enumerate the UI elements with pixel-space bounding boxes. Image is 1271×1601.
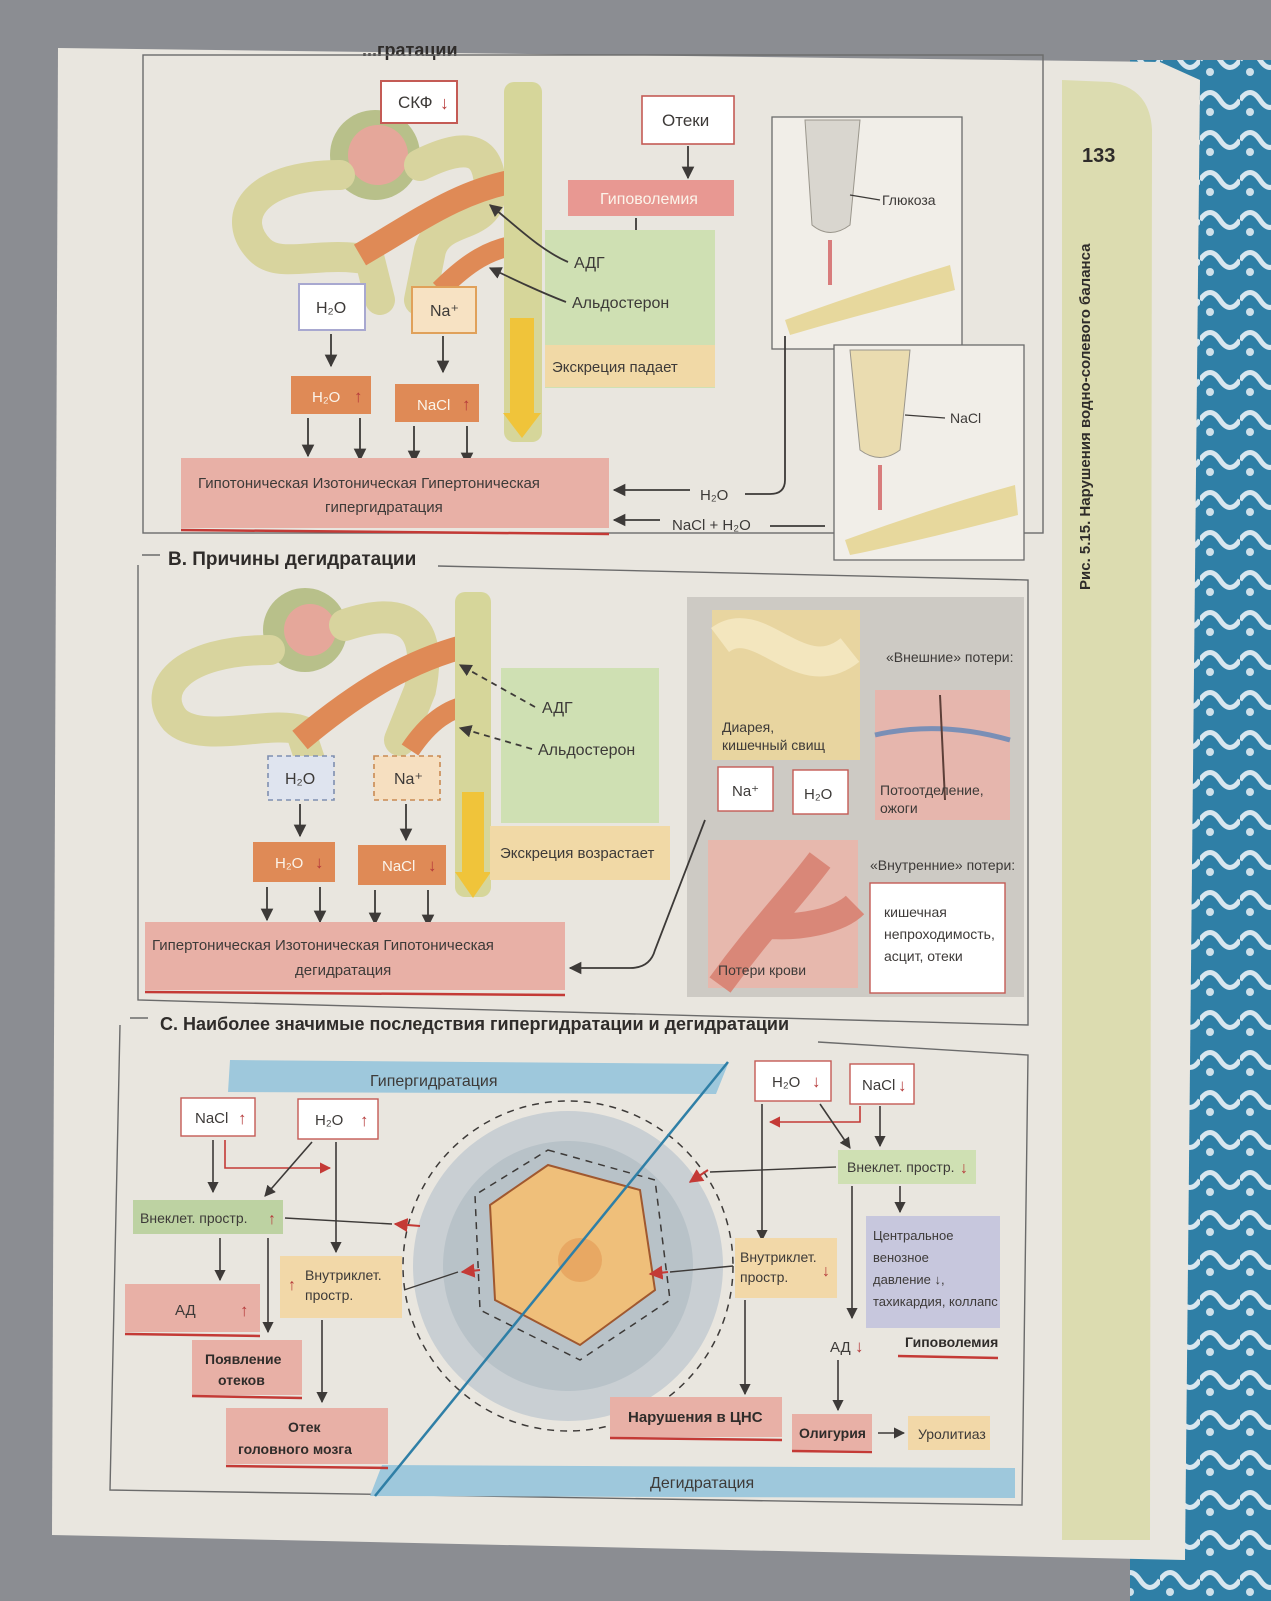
svg-text:↑: ↑: [288, 1277, 296, 1294]
na-box-a: Na⁺: [430, 303, 459, 320]
h2o-box-b: H₂O: [285, 771, 315, 788]
infusion-nacl-h2o-label: NaCl + H₂O: [672, 517, 751, 534]
h2o-down-b: H₂O: [275, 855, 303, 872]
infusion-h2o-label: H₂O: [700, 487, 728, 504]
section-c: С. Наиболее значимые последствия гиперги…: [109, 1014, 1029, 1506]
brain-line1: Отек: [288, 1419, 322, 1435]
svg-text:↑: ↑: [462, 395, 471, 414]
figure-caption: Рис. 5.15. Нарушения водно-солевого бала…: [1077, 243, 1094, 590]
kidney-nephron-icon: [151, 588, 473, 775]
svg-text:↓: ↓: [428, 856, 437, 875]
intra-up-label-1: Внутриклет.: [305, 1267, 382, 1283]
internal-item-2: непроходимость,: [884, 926, 995, 942]
page-number: 133: [1082, 145, 1115, 167]
svg-text:↑: ↑: [238, 1109, 247, 1128]
blood-loss-label: Потери крови: [718, 962, 806, 978]
cvp-line4: тахикардия, коллапс: [873, 1294, 998, 1309]
iv-bag-icon: [845, 349, 1018, 555]
adh-label-a: АДГ: [574, 255, 605, 272]
nacl-bag-label: NaCl: [950, 410, 981, 426]
aldosterone-label-a: Альдостерон: [572, 295, 669, 312]
extra-down-label: Внеклет. простр.: [847, 1159, 955, 1175]
adh-label-b: АДГ: [542, 700, 573, 717]
svg-text:↓: ↓: [440, 93, 449, 113]
nacl-up-c: NaCl: [195, 1110, 228, 1127]
section-a-title-fragment: ...гратации: [362, 40, 458, 60]
extra-up-label: Внеклет. простр.: [140, 1210, 248, 1226]
ad-up-label: АД: [175, 1302, 196, 1319]
section-a: ...гратации СКФ ↓ Отеки Гиповолемия АДГ …: [142, 40, 1044, 561]
svg-text:↓: ↓: [822, 1263, 830, 1280]
sweat-line1: Потоотделение,: [880, 782, 984, 798]
internal-losses-label: «Внутренние» потери:: [870, 857, 1015, 873]
aldosterone-label-b: Альдостерон: [538, 742, 635, 759]
svg-text:↓: ↓: [315, 853, 324, 872]
na-box-loss: Na⁺: [732, 783, 759, 800]
cvp-line1: Центральное: [873, 1228, 953, 1243]
h2o-box-loss: H₂O: [804, 786, 832, 803]
edema-line1-c: Появление: [205, 1351, 282, 1367]
oliguria-label: Олигурия: [799, 1425, 866, 1441]
hyperhydration-label: Гипергидратация: [370, 1073, 498, 1090]
urolithiasis-label: Уролитиаз: [918, 1426, 986, 1442]
h2o-up-c: H₂O: [315, 1112, 343, 1129]
intra-up-label-2: простр.: [305, 1287, 353, 1303]
internal-item-1: кишечная: [884, 904, 947, 920]
intra-down-label-1: Внутриклет.: [740, 1249, 817, 1265]
intra-down-label-2: простр.: [740, 1269, 788, 1285]
cvp-line3: давление ↓,: [873, 1272, 945, 1287]
gfr-label: СКФ: [398, 93, 433, 112]
page-tab: [1062, 80, 1152, 1540]
hypovolemia-label-a: Гиповолемия: [600, 191, 698, 208]
excretion-falls-label: Экскреция падает: [552, 359, 678, 376]
na-box-b: Na⁺: [394, 771, 423, 788]
svg-text:↑: ↑: [240, 1301, 249, 1320]
diarrhea-line1: Диарея,: [722, 719, 774, 735]
hyperhydration-band: [228, 1060, 728, 1094]
types-line1-a: Гипотоническая Изотоническая Гипертониче…: [198, 475, 540, 492]
dehydration-band: [370, 1465, 1015, 1498]
svg-text:↓: ↓: [855, 1337, 864, 1356]
svg-text:↑: ↑: [354, 387, 363, 406]
h2o-down-c: H₂O: [772, 1074, 800, 1091]
edema-label: Отеки: [662, 111, 709, 130]
dehydration-label: Дегидратация: [650, 1475, 754, 1492]
types-line2-a: гипергидратация: [325, 499, 443, 516]
h2o-box-a: H₂O: [316, 300, 346, 317]
excretion-arrow-head: [503, 413, 541, 438]
excretion-arrow-icon: [510, 318, 534, 413]
cns-label: Нарушения в ЦНС: [628, 1409, 763, 1426]
h2o-up-a: H₂O: [312, 389, 340, 406]
types-line2-b: дегидратация: [295, 962, 391, 979]
ad-down-label: АД: [830, 1339, 851, 1356]
diagonal-divider: [374, 1061, 729, 1497]
excretion-rises-label: Экскреция возрастает: [500, 845, 654, 862]
nacl-down-b: NaCl: [382, 858, 415, 875]
sweat-line2: ожоги: [880, 800, 918, 816]
iv-bag-icon: [785, 119, 955, 335]
section-b-title: B. Причины дегидратации: [168, 549, 416, 570]
edema-line2-c: отеков: [218, 1372, 265, 1388]
diarrhea-line2: кишечный свищ: [722, 737, 826, 753]
svg-text:↑: ↑: [268, 1211, 276, 1228]
brain-line2: головного мозга: [238, 1441, 352, 1457]
section-c-title: С. Наиболее значимые последствия гиперги…: [160, 1014, 789, 1034]
svg-text:↑: ↑: [360, 1111, 369, 1130]
svg-text:↓: ↓: [898, 1076, 907, 1095]
svg-text:↓: ↓: [812, 1072, 821, 1091]
kidney-nephron-icon: [232, 110, 523, 316]
nacl-up-a: NaCl: [417, 397, 450, 414]
green-panel-b: [501, 668, 659, 823]
types-line1-b: Гипертоническая Изотоническая Гипотониче…: [152, 937, 494, 954]
svg-text:↓: ↓: [960, 1160, 968, 1177]
section-b: B. Причины дегидратации АДГ Альдостерон …: [137, 549, 1029, 1026]
cvp-line2: венозное: [873, 1250, 929, 1265]
hypovolemia-label-c: Гиповолемия: [905, 1334, 998, 1350]
external-losses-label: «Внешние» потери:: [886, 649, 1013, 665]
nacl-down-c: NaCl: [862, 1077, 895, 1094]
glucose-label: Глюкоза: [882, 192, 936, 208]
internal-item-3: асцит, отеки: [884, 948, 963, 964]
